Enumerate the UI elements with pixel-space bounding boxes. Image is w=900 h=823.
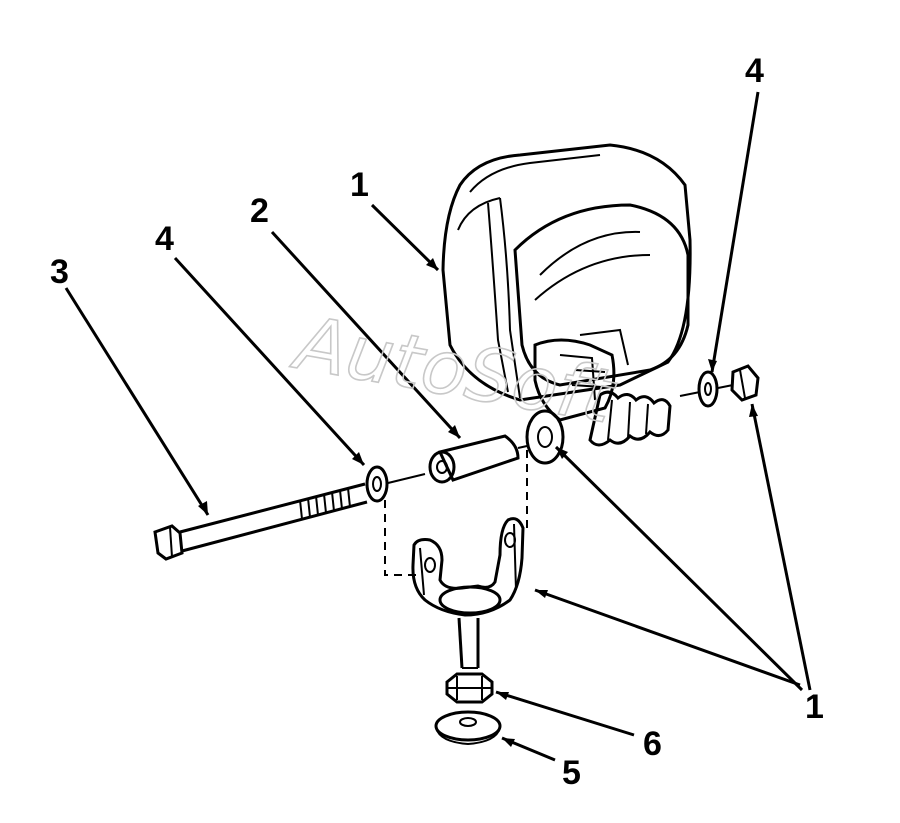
sleeve	[428, 434, 520, 484]
callout-washer-bottom: 5	[562, 754, 581, 792]
callout-washer-left: 4	[155, 220, 174, 258]
watermark: AutoSoft	[286, 300, 622, 441]
callout-nut-bottom: 6	[643, 725, 662, 763]
axis-line-mid	[517, 445, 528, 449]
assembly-guide-lines	[384, 450, 528, 576]
u-bracket	[411, 517, 525, 617]
leader-lines	[64, 91, 812, 762]
axis-line-right-2	[717, 384, 734, 389]
callout-washer-right: 4	[745, 52, 764, 90]
bolt	[153, 482, 368, 561]
nut-bottom	[445, 672, 494, 704]
callout-bolt: 3	[50, 253, 69, 291]
axis-line-right	[679, 391, 701, 397]
bracket-stud	[457, 617, 480, 669]
washer-right	[697, 370, 719, 408]
callout-mount-group: 1	[805, 688, 824, 726]
callout-lamp: 1	[350, 166, 369, 204]
nut-right	[730, 364, 760, 402]
washer-left	[365, 465, 389, 503]
callout-sleeve: 2	[250, 192, 269, 230]
washer-bottom	[434, 710, 502, 746]
lamp-housing	[441, 143, 692, 447]
lamp-mount-ear	[525, 409, 565, 465]
axis-line-left	[387, 473, 426, 484]
